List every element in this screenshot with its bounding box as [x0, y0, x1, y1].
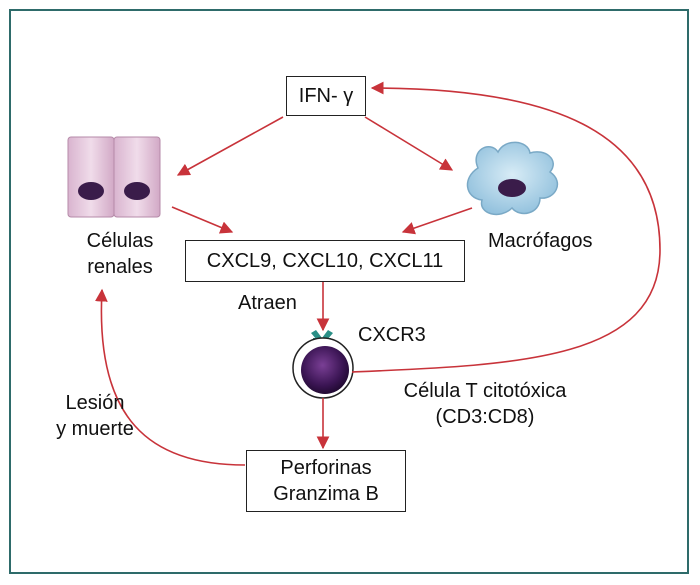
arrow-renal-to-chemokines: [171, 206, 234, 234]
t-cell-label: Célula T citotóxica (CD3:CD8): [385, 378, 585, 430]
effectors-line1: Perforinas: [280, 457, 372, 479]
arrow-macrophage-to-chemokines: [401, 207, 473, 235]
renal-cells-label: Células renales: [70, 228, 170, 280]
injury-label: Lesión y muerte: [40, 390, 150, 442]
t-cell-line2: (CD3:CD8): [435, 406, 535, 428]
injury-line1: Lesión: [65, 392, 125, 414]
arrow-ifn-to-renal: [176, 116, 284, 176]
macrophage-icon: [466, 141, 559, 216]
renal-cells-icon: [67, 136, 161, 218]
chemokines-label: CXCL9, CXCL10, CXCL11: [206, 250, 444, 272]
effectors-line2: Granzima B: [273, 483, 379, 505]
renal-cells-line1: Células: [86, 230, 154, 252]
effectors-box: Perforinas Granzima B: [246, 450, 406, 512]
t-cell-line1: Célula T citotóxica: [403, 380, 567, 402]
ifn-gamma-box: IFN- γ: [286, 76, 366, 116]
macrophages-label: Macrófagos: [488, 230, 593, 252]
chemokines-box: CXCL9, CXCL10, CXCL11: [185, 240, 465, 282]
arrow-tcell-to-ifn: [351, 81, 661, 373]
renal-cells-line2: renales: [87, 256, 153, 278]
cxcr3-label: CXCR3: [358, 324, 426, 346]
ifn-gamma-label: IFN- γ: [298, 85, 354, 107]
attract-label: Atraen: [238, 292, 297, 314]
injury-line2: y muerte: [56, 418, 134, 440]
arrow-ifn-to-macrophage: [364, 116, 454, 171]
arrow-effectors-to-renal: [94, 288, 246, 466]
t-cell-icon: [292, 337, 354, 399]
